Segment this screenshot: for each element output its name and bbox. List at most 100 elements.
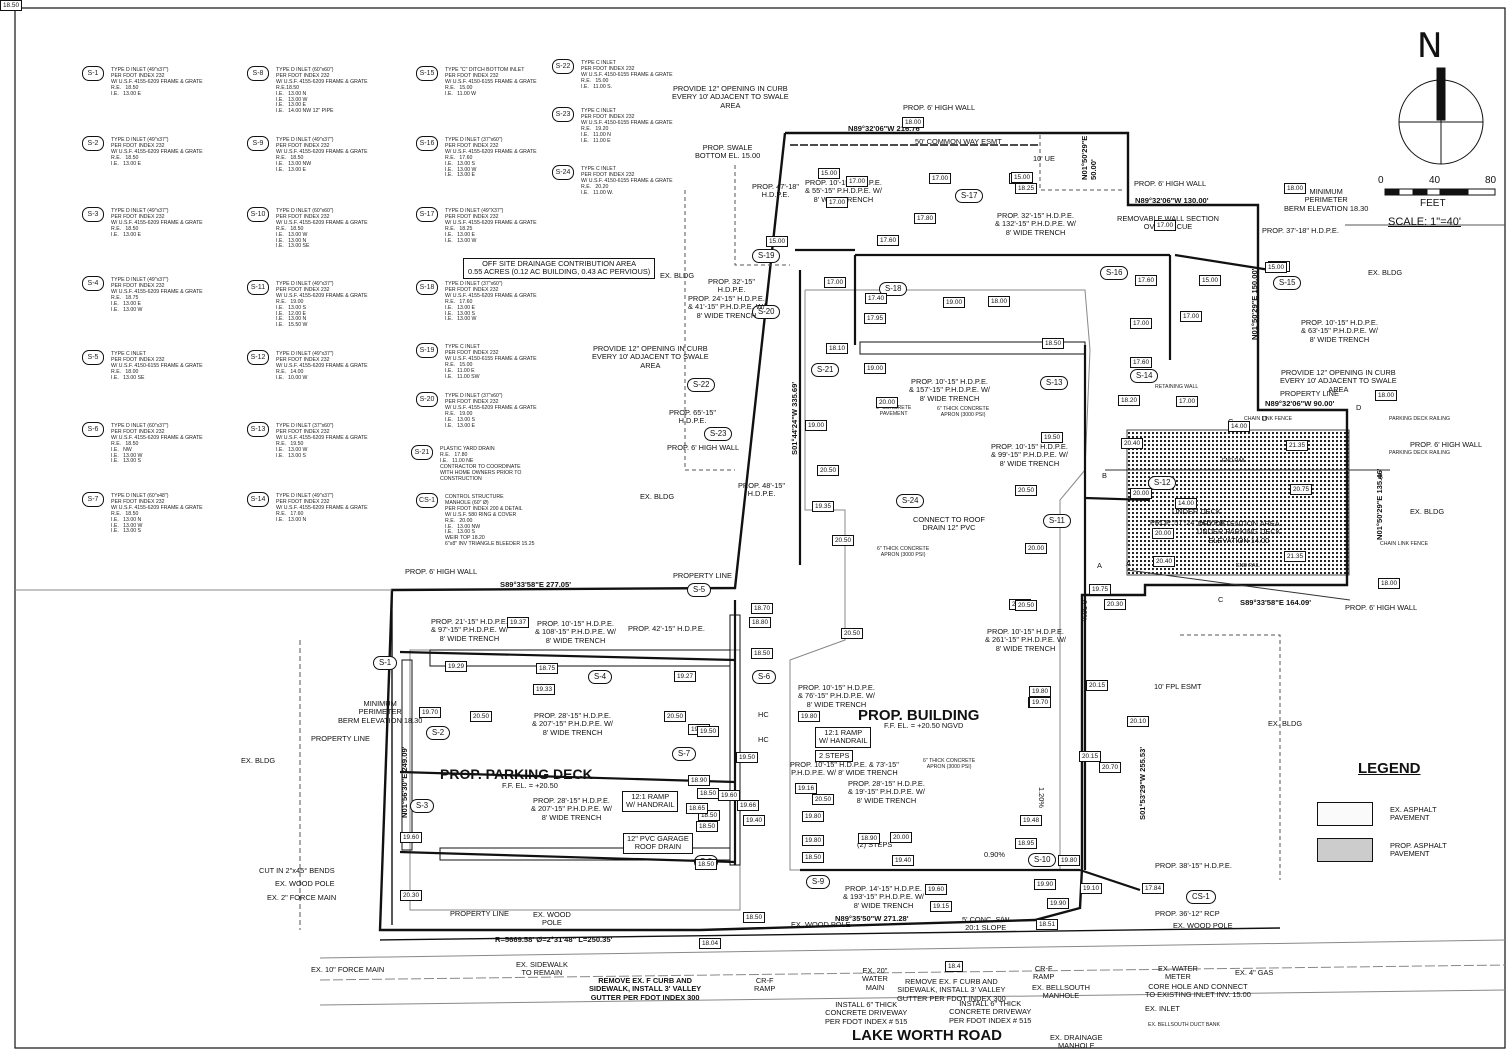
plan-note: INSTALL 6" THICK CONCRETE DRIVEWAY PER F…	[825, 1000, 908, 1026]
elevation-callout: 20.50	[817, 465, 839, 476]
elevation-callout: 18.50	[751, 648, 773, 659]
elevation-callout: 17.00	[929, 173, 951, 184]
bearing-north-1: N89°32'06"W 216.76'	[848, 124, 922, 133]
bearing-curve: R=5669.58' Ø=2°31'48" L=250.35'	[495, 935, 613, 944]
elevation-callout: 15.00	[818, 168, 840, 179]
elevation-callout: 15.00	[766, 236, 788, 247]
elevation-callout: 17.00	[826, 197, 848, 208]
schedule-tag: S-1	[82, 66, 104, 81]
elevation-callout: 20.00	[876, 397, 898, 408]
schedule-tag: S-16	[416, 136, 438, 151]
plan-note: RETAINING WALL	[1155, 384, 1199, 390]
plan-note: 5' CONC. S/W 20:1 SLOPE	[962, 915, 1010, 933]
structure-tag: S-5	[687, 583, 712, 597]
elevation-callout: 18.00	[988, 296, 1010, 307]
plan-note: PROP. 32'-15" H.D.P.E.	[708, 277, 756, 295]
plan-note: PROP. 21'-15" H.D.P.E. & 97'-15" P.H.D.P…	[431, 617, 508, 643]
structure-tag: S-4	[588, 670, 613, 684]
elevation-callout: 19.80	[1029, 686, 1051, 697]
elevation-callout: 19.50	[736, 752, 758, 763]
structure-tag: S-21	[811, 363, 840, 377]
plan-note: DRY DETENTION AREA UNDER PARKING DECK EL…	[1197, 519, 1281, 545]
elevation-callout: 18.00	[1378, 578, 1400, 589]
elevation-callout: 21.35	[1284, 551, 1306, 562]
bearing-south-3: S89°33'58"E 277.05'	[500, 580, 572, 589]
elevation-callout: 17.95	[864, 313, 886, 324]
schedule-tag: S-4	[82, 276, 104, 291]
elevation-callout: 18.95	[1015, 838, 1037, 849]
plan-note: PROP. 10'-15" H.D.P.E. & 99'-15" P.H.D.P…	[991, 442, 1068, 468]
elevation-callout: 18.51	[1036, 919, 1058, 930]
plan-note: REMOVE EX. F CURB AND SIDEWALK, INSTALL …	[589, 976, 702, 1002]
plan-note: PROP. 42'-15" H.D.P.E.	[628, 624, 705, 633]
elevation-callout: 20.15	[1079, 751, 1101, 762]
structure-tag: S-10	[1028, 853, 1057, 867]
plan-note: 0.90%	[984, 850, 1005, 859]
schedule-tag: S-6	[82, 422, 104, 437]
legend-label-prop-asphalt: PROP. ASPHALT PAVEMENT	[1390, 841, 1447, 859]
plan-note: PROP. 36'-12" RCP	[1155, 909, 1220, 918]
elevation-callout: 20.00	[1025, 543, 1047, 554]
structure-tag: S-16	[1100, 266, 1129, 280]
plan-note: D	[1262, 414, 1268, 423]
plan-note: UNDER DECK	[1172, 507, 1221, 516]
structure-tag: S-22	[687, 378, 716, 392]
structure-tag: S-12	[1148, 476, 1177, 490]
schedule-tag: S-21	[411, 445, 433, 460]
plan-note: A	[1097, 561, 1102, 570]
elevation-callout: 18.00	[902, 117, 924, 128]
elevation-callout: 17.60	[877, 235, 899, 246]
elevation-callout: 18.70	[751, 603, 773, 614]
structure-tag: S-13	[1040, 376, 1069, 390]
elevation-callout: 20.50	[470, 711, 492, 722]
bearing-east-3: S01°53'29"W 255.53'	[1138, 746, 1147, 820]
schedule-entry: TYPE D INLET (49"x37") PER FDOT INDEX 23…	[82, 66, 203, 98]
plan-note: PROP. 10'-15" H.D.P.E. & 157'-15" P.H.D.…	[909, 377, 990, 403]
elevation-callout: 19.60	[400, 832, 422, 843]
plan-note: PROP. 38'-15" H.D.P.E.	[1155, 861, 1232, 870]
plan-note: PROPERTY LINE	[450, 909, 509, 918]
elevation-callout: 19.50	[1041, 432, 1063, 443]
plan-note: PROP. 14'-15" H.D.P.E. & 193'-15" P.H.D.…	[843, 884, 924, 910]
schedule-entry: TYPE D INLET (49"x37") PER FDOT INDEX 23…	[247, 492, 368, 524]
plan-note: PROP. 6' HIGH WALL	[405, 567, 478, 576]
plan-note: CHAIN LINK FENCE	[1244, 416, 1293, 422]
plan-note: EX. SIDEWALK TO REMAIN	[516, 960, 568, 978]
structure-tag: S-14	[1130, 369, 1159, 383]
elevation-callout: 20.50	[812, 794, 834, 805]
building-title: PROP. BUILDING	[858, 707, 980, 724]
plan-note: PROP. 6' HIGH WALL	[1410, 440, 1483, 449]
elevation-callout: 21.35	[1286, 440, 1308, 451]
plan-note: CONNECT TO ROOF DRAIN 12" PVC	[913, 515, 985, 533]
plan-note: 10' FPL ESMT	[1154, 682, 1202, 691]
plan-note: PROP. 28'-15" H.D.P.E. & 19'-15" P.H.D.P…	[848, 779, 925, 805]
legend-label-ex-asphalt: EX. ASPHALT PAVEMENT	[1390, 805, 1437, 823]
elevation-callout: 18.20	[1118, 395, 1140, 406]
plan-note: EX. 4" GAS	[1235, 968, 1274, 977]
plan-note: EX. 10" FORCE MAIN	[311, 965, 385, 974]
plan-note: CR-F RAMP	[1033, 964, 1055, 982]
schedule-entry: CONTROL STRUCTURE MANHOLE (60" Ø) PER FD…	[416, 493, 535, 548]
elevation-callout: 15.00	[1011, 172, 1033, 183]
schedule-tag: S-7	[82, 492, 104, 507]
legend-swatch-ex-asphalt	[1317, 802, 1373, 826]
plan-note: EX. BLDG	[1410, 507, 1445, 516]
plan-note: PROP. 51'-24" H.D.P.E.	[1150, 518, 1227, 527]
elevation-callout: 20.30	[400, 890, 422, 901]
scale-text: SCALE: 1"=40'	[1388, 216, 1461, 228]
plan-note: 2 STEPS	[815, 750, 854, 763]
elevation-callout: 19.15	[930, 901, 952, 912]
schedule-entry: TYPE C INLET PER FDOT INDEX 232 W/ U.S.F…	[82, 350, 203, 382]
schedule-tag: S-17	[416, 207, 438, 222]
elevation-callout: 18.50	[698, 810, 720, 821]
schedule-tag: S-20	[416, 392, 438, 407]
elevation-callout: 17.00	[824, 277, 846, 288]
plan-note: PROP. 10'-15" H.D.P.E. & 261'-15" P.H.D.…	[985, 627, 1066, 653]
bearing-west-1: N01°56'30"E 249.09'	[400, 746, 409, 818]
elevation-callout: 20.70	[1099, 762, 1121, 773]
plan-note: D	[1356, 403, 1362, 412]
plan-note: MINIMUM PERIMETER BERM ELEVATION 18.30	[338, 699, 423, 725]
plan-note: EX. INLET	[1145, 1004, 1180, 1013]
elevation-callout: 18.90	[858, 833, 880, 844]
